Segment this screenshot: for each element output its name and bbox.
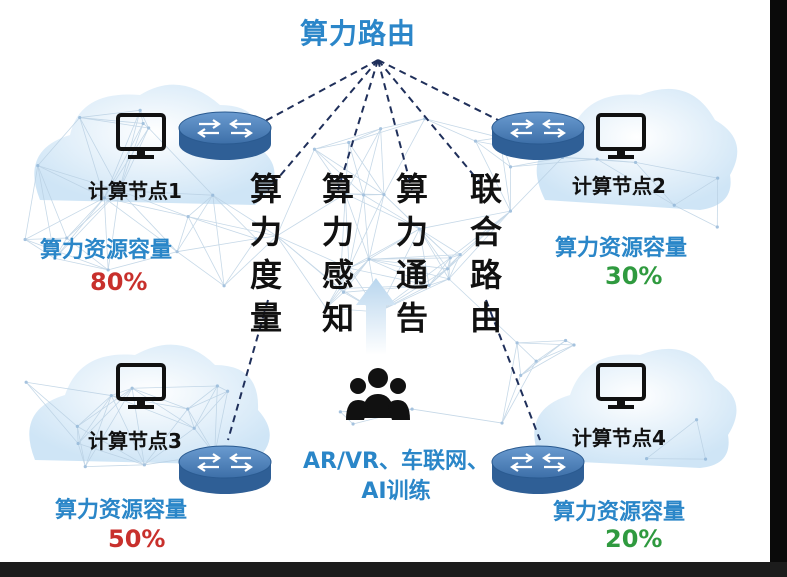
monitor-icon [596,363,646,409]
node-1-capacity: 80% [90,268,148,296]
network-background [23,59,738,494]
routing-links [227,59,541,441]
node-2-capacity: 30% [605,262,663,290]
node-3-capacity-label: 算力资源容量 [55,498,188,523]
node-3-capacity: 50% [108,525,166,553]
node-3-label: 计算节点3 [88,429,182,453]
function-announce: 算 力 通 告 [395,170,428,337]
node-4-capacity-label: 算力资源容量 [553,500,686,525]
function-measure: 算 力 度 量 [249,170,282,337]
cloud-icon [534,348,737,468]
users-group-icon [346,368,410,420]
node-1-label: 计算节点1 [88,179,182,203]
cloud-icon [29,344,270,465]
node-2-capacity-label: 算力资源容量 [555,236,688,261]
window-edge [0,562,787,577]
up-arrow-icon [356,278,396,355]
monitor-icon [116,363,166,409]
page-title: 算力路由 [300,17,417,50]
node-4-label: 计算节点4 [572,426,666,450]
monitor-icon [596,113,646,159]
function-perception: 算 力 感 知 [321,170,354,337]
node-2-label: 计算节点2 [572,174,666,198]
applications-label: AR/VR、车联网、AI训练 [303,449,489,504]
router-icon [491,111,585,160]
diagram-canvas: 算力路由 计算节点1 算力资源容量 80% 计算节点2 算力资源容量 30% 计… [0,0,770,562]
monitor-icon [116,113,166,159]
router-icon [178,111,272,160]
node-4-capacity: 20% [605,525,663,553]
window-edge [770,0,787,562]
network-mesh [23,108,720,469]
router-icon [491,445,585,494]
node-1-capacity-label: 算力资源容量 [40,238,173,263]
router-icon [178,445,272,494]
function-joint-routing: 联 合 路 由 [469,170,502,337]
